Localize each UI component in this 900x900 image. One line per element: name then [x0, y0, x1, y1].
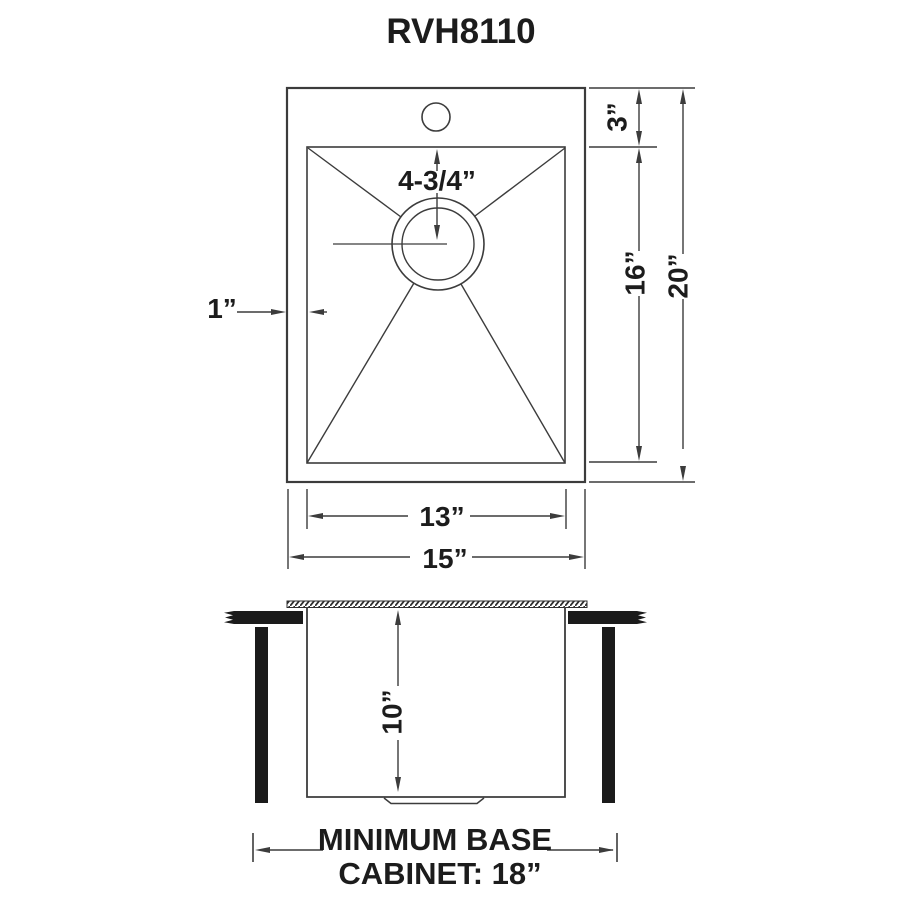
- cabinet-note-line-2: CABINET: 18”: [338, 856, 541, 891]
- countertop-right: [568, 611, 647, 624]
- dim-bowl-width: 13”: [419, 501, 464, 532]
- dim-side-inset: 1”: [207, 293, 237, 324]
- side-view-dimensions: [252, 610, 618, 862]
- bowl-profile: [306, 607, 566, 798]
- countertop-left: [224, 611, 303, 624]
- bowl-slope-line-bottom-left: [306, 282, 415, 464]
- dim-overall-width: 15”: [422, 543, 467, 574]
- faucet-hole: [421, 102, 451, 132]
- dim-faucet-offset: 4-3/4”: [398, 165, 476, 196]
- drain-recess: [383, 797, 485, 805]
- cabinet-side-left: [255, 627, 268, 803]
- bowl-slope-line-bottom-right: [460, 283, 566, 464]
- cabinet-side-right: [602, 627, 615, 803]
- dim-bowl-height: 16”: [620, 250, 651, 295]
- top-view: [285, 86, 587, 484]
- sink-rim-flange: [286, 600, 588, 608]
- bowl-slope-line-top-right: [474, 147, 566, 217]
- dim-overall-height: 20”: [663, 253, 694, 298]
- side-view: [224, 600, 647, 805]
- bowl-slope-line-top-left: [307, 147, 402, 218]
- top-view-dimensions: [237, 87, 695, 569]
- cabinet-note-line-1: MINIMUM BASE: [318, 822, 552, 857]
- dim-top-inset: 3”: [602, 102, 633, 132]
- sink-bowl-opening: [306, 146, 566, 464]
- page-title: RVH8110: [386, 12, 535, 51]
- dim-bowl-depth: 10”: [377, 689, 408, 734]
- sink-outer-rim: [285, 86, 587, 484]
